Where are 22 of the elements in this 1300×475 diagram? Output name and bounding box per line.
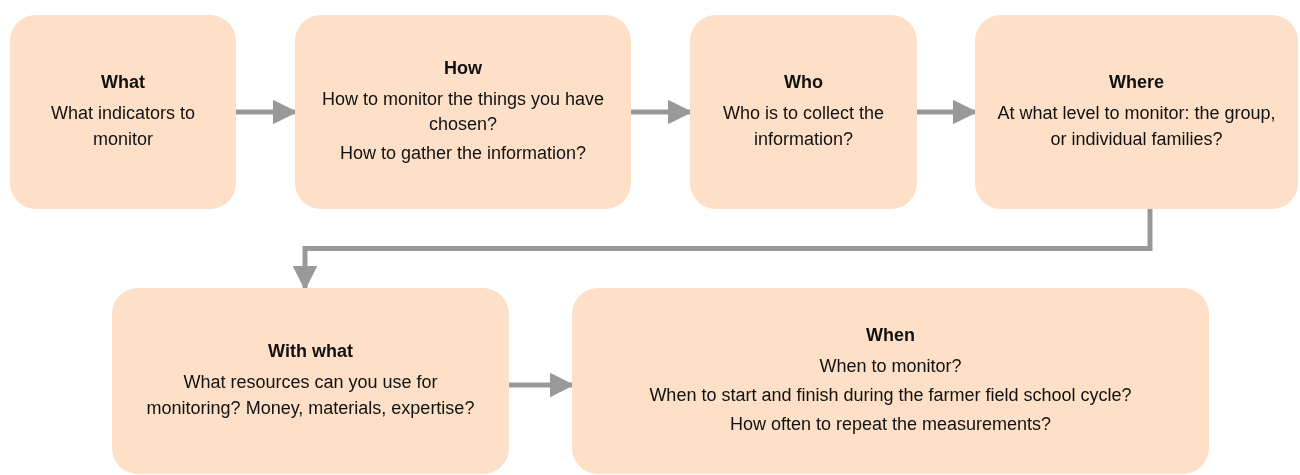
box-text: Who is to collect the information? [721, 102, 886, 151]
process-box [572, 288, 1209, 474]
box-text: At what level to monitor: the group, or individual families? [996, 102, 1277, 151]
process-box [112, 288, 509, 474]
box-heading: What [101, 71, 145, 95]
box-heading: How [444, 56, 482, 80]
box-text: When to monitor? [819, 354, 962, 378]
box-text: How to monitor the things you have chosen? [320, 87, 606, 136]
box-heading: Who [784, 71, 823, 95]
box-text: How often to repeat the measurements? [729, 413, 1052, 437]
process-box [10, 15, 236, 209]
process-box [690, 15, 917, 209]
box-text: What resources can you use for monitoring? Money, materials, expertise? [145, 371, 476, 420]
process-box [975, 15, 1298, 209]
box-text: What indicators to monitor [49, 102, 197, 151]
box-heading: With what [268, 340, 353, 364]
process-box [295, 15, 631, 209]
arrow [292, 209, 1153, 291]
box-text: How to gather the information? [339, 142, 587, 166]
box-text: When to start and finish during the farmer field school cycle? [649, 384, 1132, 407]
box-heading: When [866, 323, 915, 347]
box-heading: Where [1109, 71, 1164, 95]
